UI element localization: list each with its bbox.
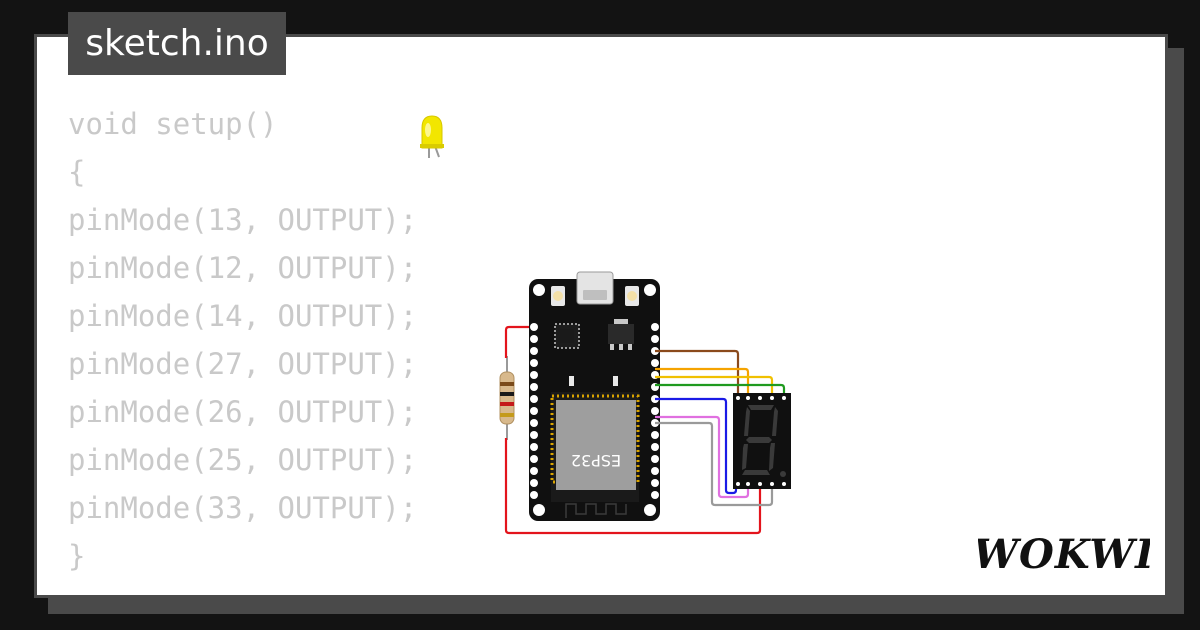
wire-orange bbox=[655, 367, 750, 393]
code-line: pinMode(12, OUTPUT); bbox=[68, 251, 418, 285]
voltage-regulator-icon bbox=[608, 319, 634, 350]
code-line: } bbox=[68, 539, 86, 573]
mounting-hole bbox=[533, 504, 545, 516]
wire-violet bbox=[655, 415, 750, 499]
resistor-icon bbox=[499, 356, 515, 440]
code-line: { bbox=[68, 155, 86, 189]
code-line: pinMode(25, OUTPUT); bbox=[68, 443, 418, 477]
sketch-filename-tab: sketch.ino bbox=[68, 12, 286, 75]
led-icon bbox=[420, 115, 444, 158]
wire-gray bbox=[655, 421, 774, 507]
enable-button-icon bbox=[625, 286, 639, 306]
wire-green bbox=[655, 383, 786, 393]
wire-brown bbox=[655, 349, 740, 393]
wire-yellow bbox=[655, 375, 774, 393]
code-line: pinMode(14, OUTPUT); bbox=[68, 299, 418, 333]
esp32-module: ESP32 bbox=[550, 392, 640, 518]
code-line: pinMode(13, OUTPUT); bbox=[68, 203, 418, 237]
code-line: void setup() bbox=[68, 107, 278, 141]
seven-segment-display bbox=[733, 393, 791, 489]
led-body bbox=[421, 115, 443, 149]
wire-power bbox=[504, 325, 762, 535]
brand-logo-text: WOKWI bbox=[978, 531, 1150, 576]
code-line: pinMode(27, OUTPUT); bbox=[68, 347, 418, 381]
usb-chip-icon bbox=[554, 323, 580, 349]
wokwi-logo: WOKWI bbox=[978, 531, 1150, 576]
esp32-board: ESP32 bbox=[529, 271, 660, 521]
mounting-hole bbox=[644, 504, 656, 516]
boot-button-icon bbox=[551, 286, 565, 306]
code-preview: void setup() { pinMode(13, OUTPUT); pinM… bbox=[68, 100, 417, 580]
left-pin-header bbox=[530, 323, 538, 499]
mounting-hole bbox=[644, 284, 656, 296]
right-pin-header bbox=[651, 323, 659, 499]
code-line: pinMode(33, OUTPUT); bbox=[68, 491, 418, 525]
mounting-hole bbox=[533, 284, 545, 296]
code-line: pinMode(26, OUTPUT); bbox=[68, 395, 418, 429]
led-rim bbox=[420, 144, 444, 148]
wire-blue bbox=[655, 397, 738, 495]
module-label: ESP32 bbox=[571, 451, 621, 470]
